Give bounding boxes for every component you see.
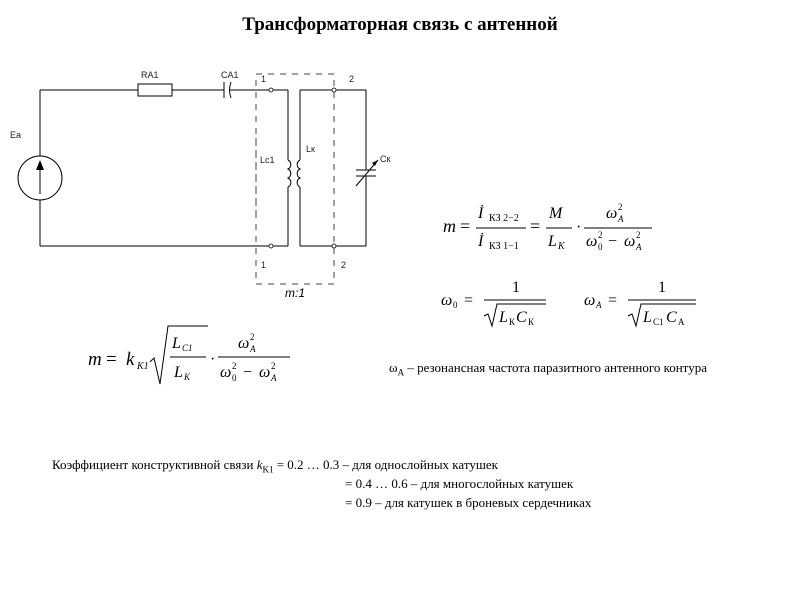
- omega-symbol: ω: [389, 360, 398, 375]
- ck-arrow-head: [372, 160, 378, 166]
- svg-text:0: 0: [232, 373, 237, 383]
- svg-text:=: =: [464, 292, 473, 309]
- svg-text:ω: ω: [606, 205, 617, 222]
- coef-k-sub: K1: [262, 464, 274, 475]
- svg-text:=: =: [106, 349, 117, 370]
- omega-a-note: ωA – резонансная частота паразитного ант…: [389, 360, 707, 378]
- label-ca1: CA1: [221, 70, 239, 80]
- svg-text:İ: İ: [477, 204, 484, 222]
- omega-subscript: A: [397, 367, 405, 378]
- svg-text:A: A: [678, 317, 685, 327]
- svg-text:1: 1: [658, 279, 666, 296]
- svg-text:2: 2: [636, 230, 641, 240]
- coef-value-2: = 0.4 … 0.6 – для многослойных катушек: [345, 476, 574, 491]
- terminal-1-top: [268, 87, 274, 93]
- label-ea: Ea: [10, 130, 21, 140]
- coef-k: k: [256, 457, 263, 472]
- svg-text:K: K: [183, 372, 191, 382]
- terminal-1-bottom: [268, 243, 274, 249]
- svg-text:ω: ω: [624, 233, 635, 250]
- svg-text:0: 0: [598, 242, 603, 252]
- svg-text:A: A: [270, 373, 277, 383]
- coef-label: Коэффициент конструктивной связи: [52, 457, 254, 472]
- svg-text:A: A: [595, 300, 602, 310]
- terminal-2-top: [331, 87, 337, 93]
- svg-text:2: 2: [598, 230, 603, 240]
- label-b1: 1: [261, 260, 266, 270]
- svg-text:K1: K1: [136, 361, 149, 372]
- svg-text:ω: ω: [220, 364, 231, 381]
- svg-text:İ: İ: [477, 232, 484, 250]
- svg-text:2: 2: [618, 202, 623, 212]
- svg-text:m: m: [443, 216, 456, 236]
- svg-text:A: A: [249, 344, 256, 354]
- svg-text:C: C: [516, 309, 527, 326]
- svg-text:L: L: [642, 309, 652, 326]
- label-t2: 2: [349, 74, 354, 84]
- label-t1: 1: [261, 74, 266, 84]
- svg-text:К: К: [509, 317, 516, 327]
- svg-text:2: 2: [232, 361, 237, 371]
- source-arrow-head: [36, 160, 44, 170]
- label-lk: Lк: [306, 144, 315, 154]
- label-lc1: Lc1: [260, 155, 275, 165]
- svg-text:L: L: [171, 335, 181, 352]
- formula-m-coupling-glyphs: m = k K1 L C1 L K · ω 2 A ω 2 0 − ω 2 A: [88, 325, 290, 385]
- svg-text:L: L: [498, 309, 508, 326]
- svg-text:ω: ω: [441, 292, 452, 309]
- page-title: Трансформаторная связь с антенной: [242, 14, 558, 35]
- coef-value-1: = 0.2 … 0.3 – для однослойных катушек: [276, 457, 498, 472]
- svg-text:1: 1: [512, 279, 520, 296]
- svg-text:L: L: [547, 233, 557, 250]
- svg-text:C1: C1: [182, 343, 193, 353]
- coil-lc1: [286, 159, 292, 188]
- svg-text:ω: ω: [259, 364, 270, 381]
- svg-text:=: =: [608, 292, 617, 309]
- capacitor-ca1-plate2: [229, 81, 232, 99]
- svg-text:C: C: [666, 309, 677, 326]
- svg-text:·: ·: [210, 351, 215, 368]
- svg-text:A: A: [617, 214, 624, 224]
- svg-text:L: L: [173, 364, 183, 381]
- svg-text:КЗ 2−2: КЗ 2−2: [489, 213, 519, 224]
- coil-lk: [296, 159, 302, 188]
- svg-text:ω: ω: [586, 233, 597, 250]
- svg-text:−: −: [243, 364, 252, 381]
- svg-text:C1: C1: [653, 317, 664, 327]
- svg-text:0: 0: [453, 300, 458, 310]
- formula-omega0: ω 0 = 1 L К C К: [441, 279, 546, 328]
- svg-text:k: k: [126, 349, 135, 370]
- svg-text:K: K: [557, 241, 566, 252]
- label-ra1: RA1: [141, 70, 159, 80]
- terminal-2-bottom: [331, 243, 337, 249]
- label-b2: 2: [341, 260, 346, 270]
- omega-note-text: – резонансная частота паразитного антенн…: [404, 360, 707, 375]
- label-ck: Cк: [380, 154, 390, 164]
- svg-text:ω: ω: [584, 292, 595, 309]
- svg-text:m: m: [88, 349, 102, 370]
- formula-omegaA: ω A = 1 L C1 C A: [584, 279, 696, 328]
- svg-text:К: К: [528, 317, 535, 327]
- svg-text:M: M: [548, 205, 564, 222]
- svg-text:КЗ 1−1: КЗ 1−1: [489, 241, 519, 252]
- svg-text:=: =: [460, 216, 470, 236]
- svg-text:·: ·: [576, 219, 581, 236]
- coef-line-1: Коэффициент конструктивной связи kK1 = 0…: [52, 457, 498, 475]
- formula-m-ratio-glyphs: m = İ КЗ 2−2 İ КЗ 1−1 = M L K · ω 2 A ω …: [443, 202, 652, 252]
- svg-text:2: 2: [250, 332, 255, 342]
- svg-text:A: A: [635, 242, 642, 252]
- coef-value-3: = 0.9 – для катушек в броневых сердечник…: [345, 495, 592, 510]
- svg-text:−: −: [608, 233, 617, 250]
- svg-text:ω: ω: [238, 335, 249, 352]
- svg-text:=: =: [530, 216, 540, 236]
- label-ratio: m:1: [285, 286, 305, 300]
- svg-text:2: 2: [271, 361, 276, 371]
